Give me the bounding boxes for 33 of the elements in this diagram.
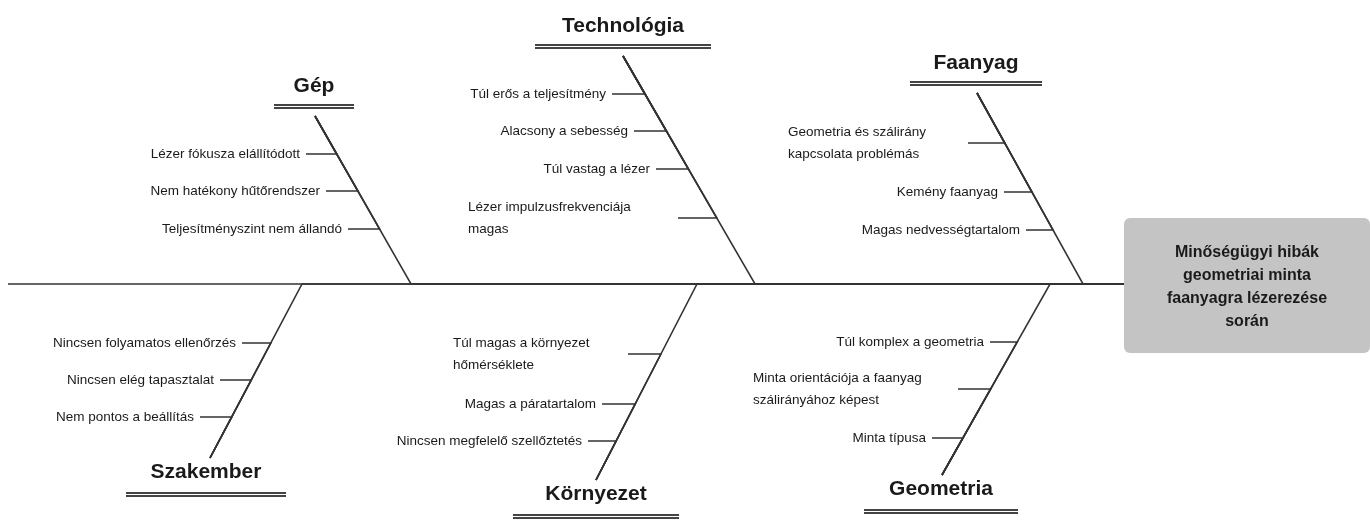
cause-line bbox=[199, 416, 234, 459]
category-heading: Gép bbox=[274, 72, 354, 109]
cause-label: Nincsen folyamatos ellenőrzés bbox=[52, 332, 242, 354]
cause-label: Teljesítményszint nem állandó bbox=[161, 218, 348, 240]
cause-line bbox=[314, 115, 381, 230]
cause-label: Lézer impulzusfrekvenciája magas bbox=[468, 196, 678, 240]
cause-label: Geometria és szálirány kapcsolata problémás bbox=[788, 121, 968, 165]
cause-label: Magas nedvességtartalom bbox=[861, 219, 1026, 241]
cause-line bbox=[305, 115, 339, 155]
cause-line bbox=[976, 92, 1055, 231]
cause-label: Minta orientációja a faanyag szálirányához képest bbox=[753, 367, 958, 411]
category-heading: Geometria bbox=[864, 475, 1018, 514]
cause-line bbox=[931, 437, 965, 476]
cause-label: Túl erős a teljesítmény bbox=[470, 83, 612, 105]
category-heading: Technológia bbox=[535, 12, 711, 49]
cause-line bbox=[622, 55, 719, 219]
category-heading: Szakember bbox=[126, 458, 286, 497]
effect-box: Minőségügyi hibák geometriai minta faanyagra lézerezése során bbox=[1124, 218, 1370, 353]
cause-label: Lézer fókusza elállítódott bbox=[150, 143, 306, 165]
cause-label: Túl komplex a geometria bbox=[836, 331, 990, 353]
cause-label: Túl magas a környezet hőmérséklete bbox=[453, 332, 628, 376]
cause-label: Nincsen elég tapasztalat bbox=[66, 369, 220, 391]
cause-label: Alacsony a sebesség bbox=[500, 120, 634, 142]
cause-label: Kemény faanyag bbox=[896, 181, 1004, 203]
cause-label: Nem pontos a beállítás bbox=[55, 406, 200, 428]
cause-label: Minta típusa bbox=[852, 427, 932, 449]
cause-label: Magas a páratartalom bbox=[464, 393, 602, 415]
category-heading: Faanyag bbox=[910, 49, 1042, 86]
category-heading: Környezet bbox=[513, 480, 679, 519]
cause-label: Túl vastag a lézer bbox=[543, 158, 656, 180]
cause-line bbox=[587, 440, 618, 481]
cause-label: Nem hatékony hűtőrendszer bbox=[150, 180, 326, 202]
cause-label: Nincsen megfelelő szellőztetés bbox=[396, 430, 588, 452]
